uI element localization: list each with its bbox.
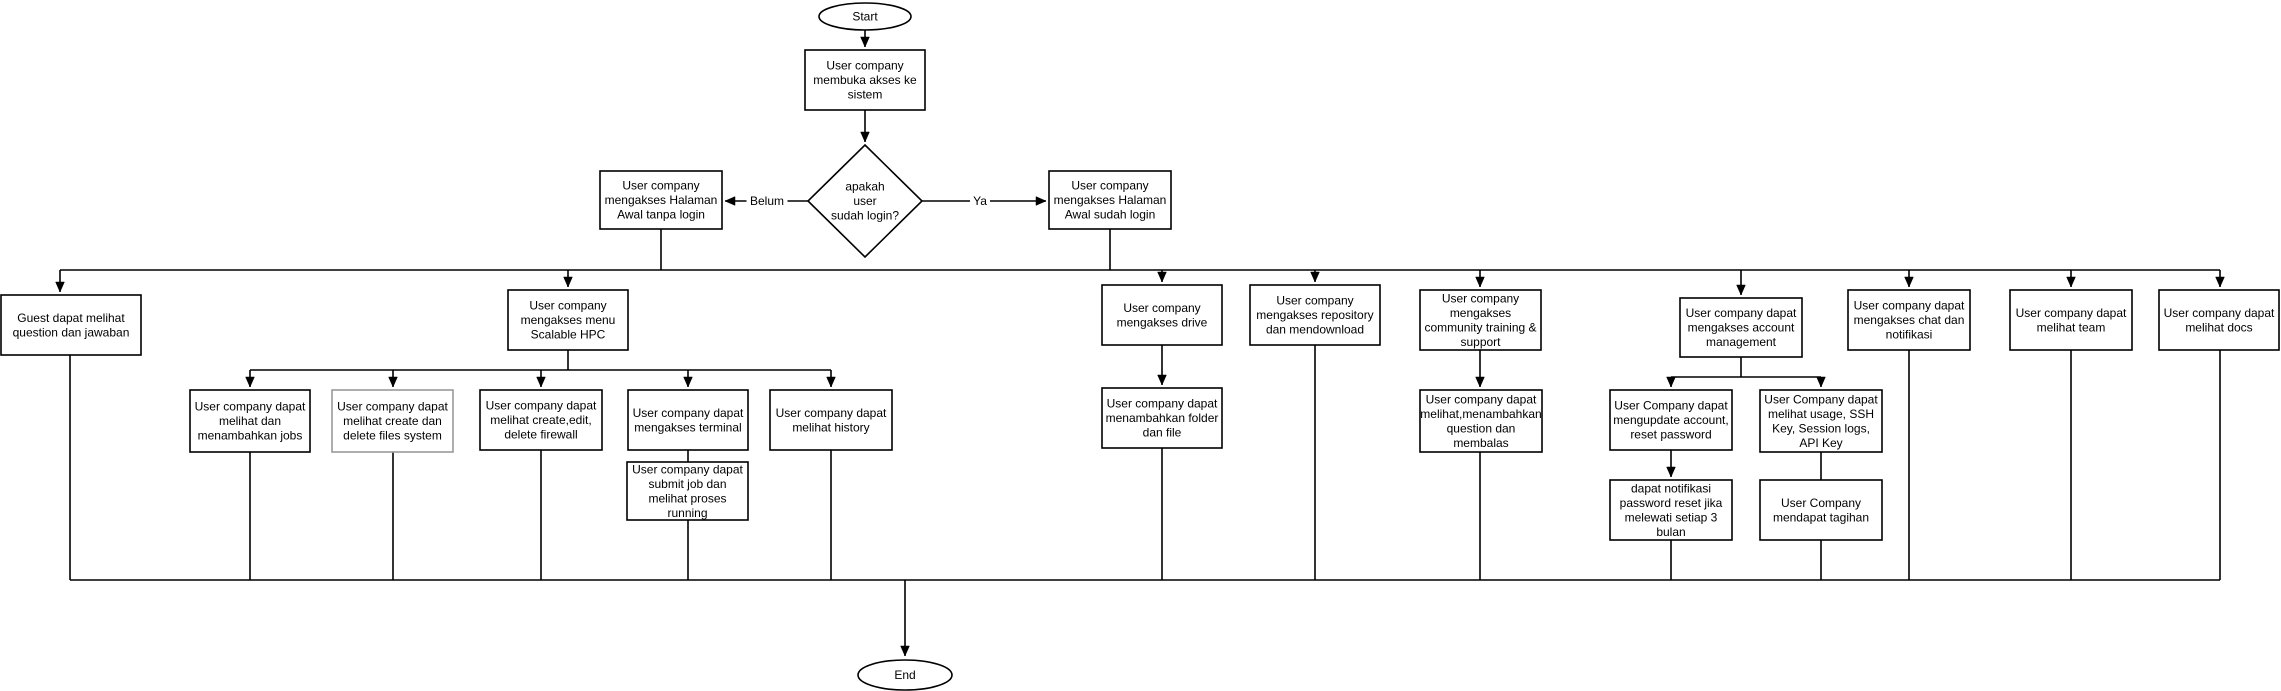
folder-file-shape[interactable]	[1101, 387, 1223, 449]
account-management-shape[interactable]	[1679, 297, 1803, 358]
open-system-shape[interactable]	[804, 49, 926, 111]
edge-label-bg-belum	[746, 193, 788, 208]
chat-notification-shape[interactable]	[1847, 289, 1971, 351]
billing-shape[interactable]	[1759, 479, 1883, 541]
history-shape[interactable]	[769, 389, 893, 451]
docs-shape[interactable]	[2158, 289, 2280, 351]
node-end[interactable]: End	[857, 659, 953, 691]
scalable-hpc-shape[interactable]	[507, 289, 629, 351]
edge-label-bg-ya	[970, 193, 990, 208]
login-decision-shape[interactable]	[806, 143, 924, 259]
password-notification-shape[interactable]	[1609, 479, 1733, 541]
edges-layer	[55, 30, 2225, 657]
edge-labels-layer: Belum Ya	[746, 193, 990, 208]
firewall-shape[interactable]	[479, 389, 603, 451]
start-shape[interactable]	[818, 2, 912, 31]
home-logged-in-shape[interactable]	[1048, 170, 1172, 230]
node-label: Start	[852, 10, 878, 24]
jobs-shape[interactable]	[189, 389, 311, 453]
home-no-login-shape[interactable]	[599, 170, 723, 230]
edge-label-ya: Ya	[973, 194, 987, 208]
drive-shape[interactable]	[1101, 284, 1223, 346]
terminal-shape[interactable]	[627, 389, 749, 451]
usage-keys-shape[interactable]	[1759, 389, 1883, 453]
node-start[interactable]: Start	[818, 2, 912, 31]
node-label: End	[894, 668, 915, 682]
guest-qna-shape[interactable]	[0, 294, 142, 356]
end-shape[interactable]	[857, 659, 953, 691]
team-shape[interactable]	[2009, 289, 2133, 351]
repository-shape[interactable]	[1249, 284, 1381, 346]
community-support-shape[interactable]	[1419, 289, 1542, 351]
submit-job-shape[interactable]	[626, 461, 749, 521]
question-reply-shape[interactable]	[1419, 389, 1543, 453]
edge-label-belum: Belum	[750, 194, 784, 208]
update-account-shape[interactable]	[1609, 389, 1733, 451]
files-system-shape[interactable]	[331, 389, 454, 453]
